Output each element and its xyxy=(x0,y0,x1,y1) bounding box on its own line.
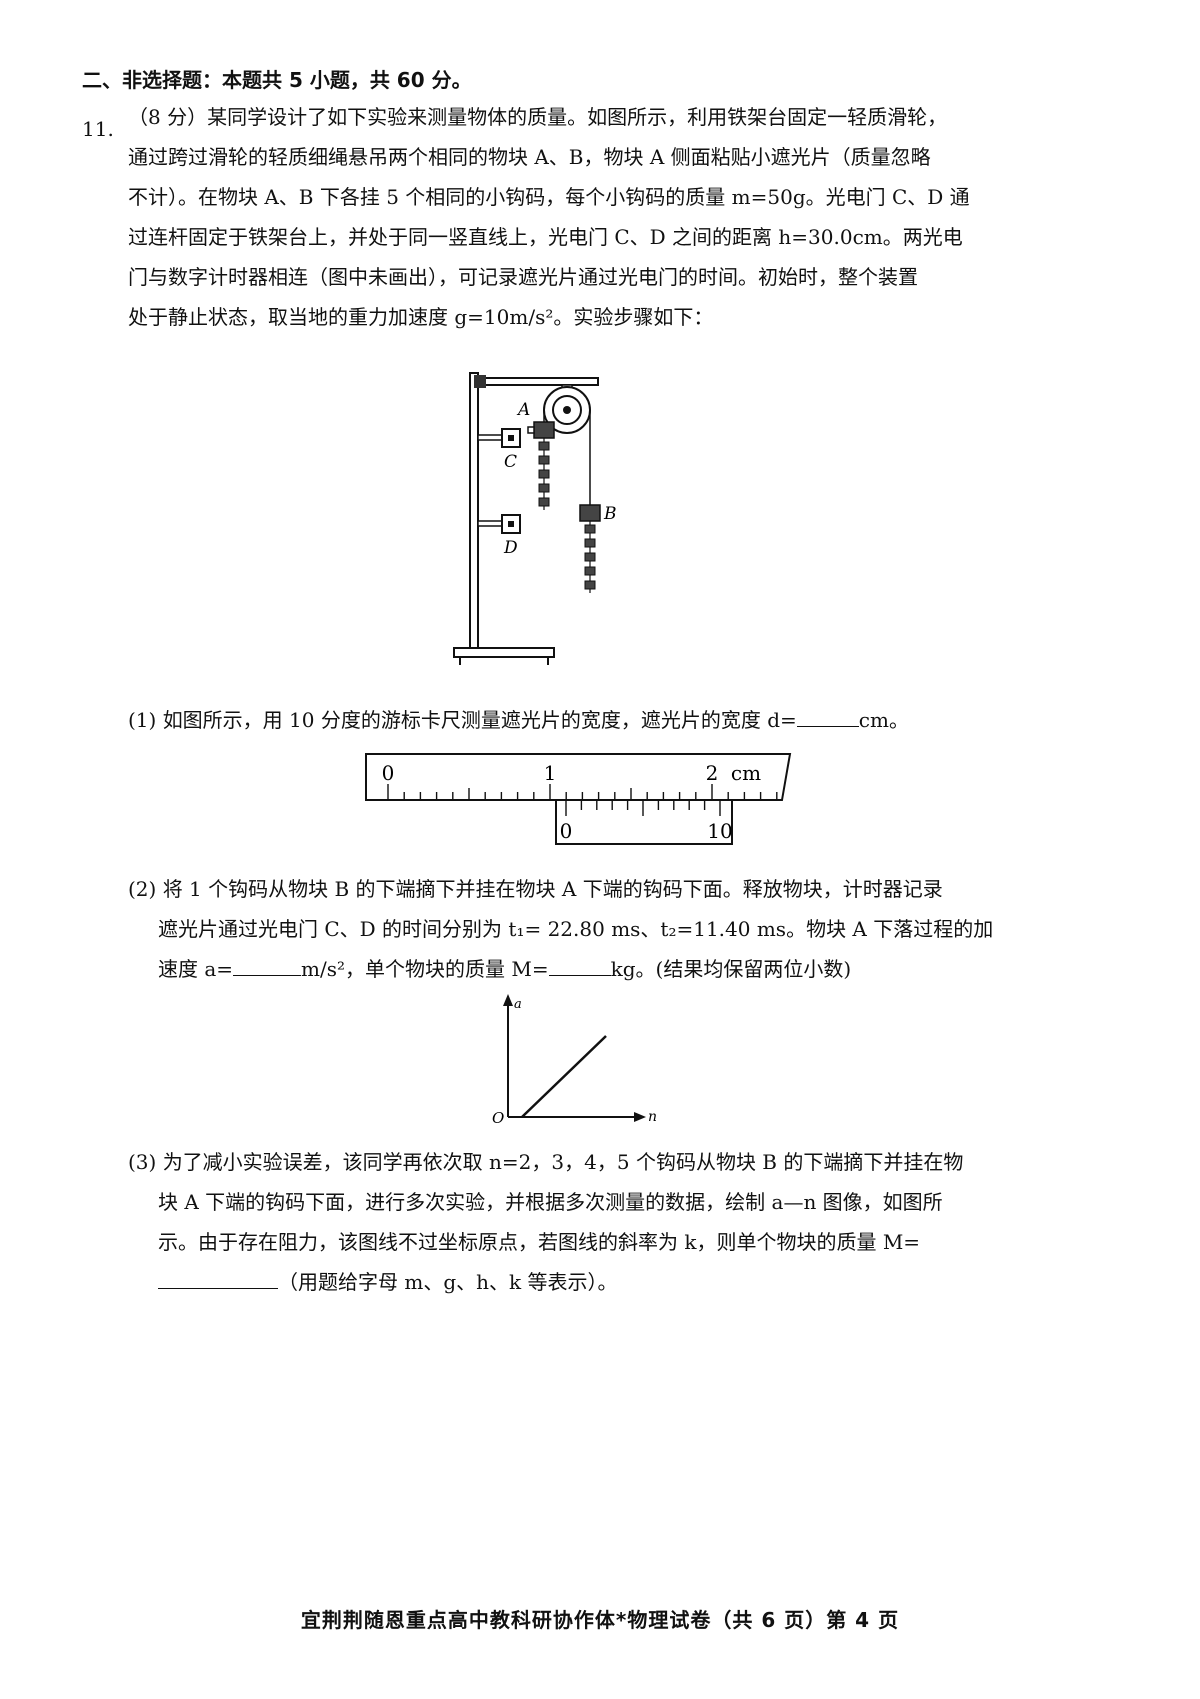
part-3-line: 块 A 下端的钩码下面，进行多次实验，并根据多次测量的数据，绘制 a—n 图像，… xyxy=(158,1190,943,1214)
block-b xyxy=(579,504,601,522)
part-1: (1) 如图所示，用 10 分度的游标卡尺测量遮光片的宽度，遮光片的宽度 d= c… xyxy=(128,700,1098,740)
label-d: D xyxy=(503,538,518,558)
main-label-2: 2 xyxy=(706,761,719,785)
part-3: (3) 为了减小实验误差，该同学再依次取 n=2，3，4，5 个钩码从物块 B … xyxy=(128,1142,1098,1302)
main-label-1: 1 xyxy=(544,761,557,785)
y-axis-label: a xyxy=(514,997,522,1012)
vernier-caliper-figure: 0 1 2 cm 0 10 xyxy=(365,753,792,845)
main-scale-ticks xyxy=(387,784,778,800)
vernier-label-0: 0 xyxy=(560,819,573,843)
answer-blank-a xyxy=(233,957,302,976)
part-2-mass-label: m/s²，单个物块的质量 M= xyxy=(301,957,549,981)
part-1-unit: cm。 xyxy=(858,708,909,732)
x-axis-arrow-icon xyxy=(634,1112,646,1122)
page-footer: 宜荆荆随恩重点高中教科研协作体*物理试卷（共 6 页）第 4 页 xyxy=(300,1608,900,1632)
part-2: (2) 将 1 个钩码从物块 B 的下端摘下并挂在物块 A 下端的钩码下面。释放… xyxy=(128,869,1098,989)
vernier-scale-ticks xyxy=(565,800,721,816)
block-a xyxy=(533,421,555,439)
intro-line: （8 分）某同学设计了如下实验来测量物体的质量。如图所示，利用铁架台固定一轻质滑… xyxy=(128,105,948,129)
stand-rod xyxy=(469,372,479,649)
label-b: B xyxy=(603,504,617,524)
answer-blank-d xyxy=(796,708,859,727)
part-2-line: 遮光片通过光电门 C、D 的时间分别为 t₁= 22.80 ms、t₂=11.4… xyxy=(158,917,994,941)
origin-label: O xyxy=(492,1109,504,1127)
hook-weights-a xyxy=(538,438,550,510)
x-axis-label: n xyxy=(648,1109,657,1125)
part-1-text: (1) 如图所示，用 10 分度的游标卡尺测量遮光片的宽度，遮光片的宽度 d= xyxy=(128,708,797,732)
intro-line: 门与数字计时器相连（图中未画出），可记录遮光片通过光电门的时间。初始时，整个装置 xyxy=(128,265,918,289)
answer-blank-m-expression xyxy=(158,1270,278,1289)
clamp xyxy=(474,375,486,388)
light-shield xyxy=(527,426,535,434)
main-unit: cm xyxy=(731,761,761,785)
top-arm xyxy=(477,377,599,386)
vernier-scale xyxy=(555,799,733,845)
part-2-line: (2) 将 1 个钩码从物块 B 的下端摘下并挂在物块 A 下端的钩码下面。释放… xyxy=(128,877,943,901)
apparatus-figure: A C D B xyxy=(453,372,617,665)
a-n-line xyxy=(521,1035,607,1118)
main-label-0: 0 xyxy=(382,761,395,785)
part-3-line: （用题给字母 m、g、h、k 等表示）。 xyxy=(278,1270,618,1294)
part-3-line: (3) 为了减小实验误差，该同学再依次取 n=2，3，4，5 个钩码从物块 B … xyxy=(128,1150,964,1174)
label-a: A xyxy=(516,400,530,420)
a-n-graph: a n O xyxy=(492,994,657,1127)
part-2-note: kg。(结果均保留两位小数) xyxy=(610,957,852,981)
main-scale xyxy=(365,753,792,801)
section-heading: 二、非选择题：本题共 5 小题，共 60 分。 xyxy=(82,68,472,92)
y-axis-arrow-icon xyxy=(503,994,513,1006)
part-2-accel-label: 速度 a= xyxy=(158,957,234,981)
question-intro: （8 分）某同学设计了如下实验来测量物体的质量。如图所示，利用铁架台固定一轻质滑… xyxy=(128,97,1088,337)
intro-line: 通过跨过滑轮的轻质细绳悬吊两个相同的物块 A、B，物块 A 侧面粘贴小遮光片（质… xyxy=(128,145,931,169)
intro-line: 过连杆固定于铁架台上，并处于同一竖直线上，光电门 C、D 之间的距离 h=30.… xyxy=(128,225,963,249)
label-c: C xyxy=(504,452,517,472)
stand-base xyxy=(453,647,555,658)
part-3-line: 示。由于存在阻力，该图线不过坐标原点，若图线的斜率为 k，则单个物块的质量 M= xyxy=(158,1230,921,1254)
answer-blank-m xyxy=(548,957,611,976)
intro-line: 不计）。在物块 A、B 下各挂 5 个相同的小钩码，每个小钩码的质量 m=50g… xyxy=(128,185,970,209)
question-number: 11. xyxy=(82,117,114,141)
hook-weights-b xyxy=(584,521,596,593)
intro-line: 处于静止状态，取当地的重力加速度 g=10m/s²。实验步骤如下： xyxy=(128,305,714,329)
vernier-label-10: 10 xyxy=(707,819,732,843)
